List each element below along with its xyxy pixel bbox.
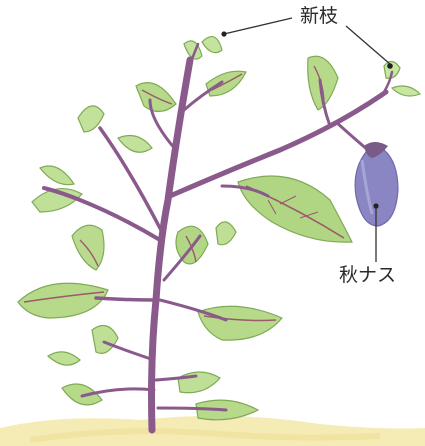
label-new-shoot: 新枝 xyxy=(300,7,338,26)
leaf xyxy=(40,166,74,185)
leaf xyxy=(118,136,152,153)
leaf xyxy=(392,86,420,96)
leaf xyxy=(92,326,118,354)
leaves xyxy=(18,37,420,420)
leaf xyxy=(198,306,282,340)
ground xyxy=(0,416,425,446)
leaf xyxy=(202,37,222,53)
branch xyxy=(336,122,368,150)
branch xyxy=(96,298,156,300)
branch xyxy=(158,408,226,410)
leaf xyxy=(216,222,236,245)
new-shoot-leader-dot xyxy=(221,31,226,36)
leaf xyxy=(72,225,104,270)
branch xyxy=(104,342,154,360)
new-shoot-pointer-dot xyxy=(387,63,393,69)
new-shoot-pointer-line xyxy=(346,26,390,64)
new-shoot-leader-line xyxy=(224,18,292,34)
eggplant-leader-dot xyxy=(373,203,378,208)
label-autumn-eggplant: 秋ナス xyxy=(339,266,396,285)
leaf xyxy=(48,352,80,365)
leaf xyxy=(178,372,220,393)
